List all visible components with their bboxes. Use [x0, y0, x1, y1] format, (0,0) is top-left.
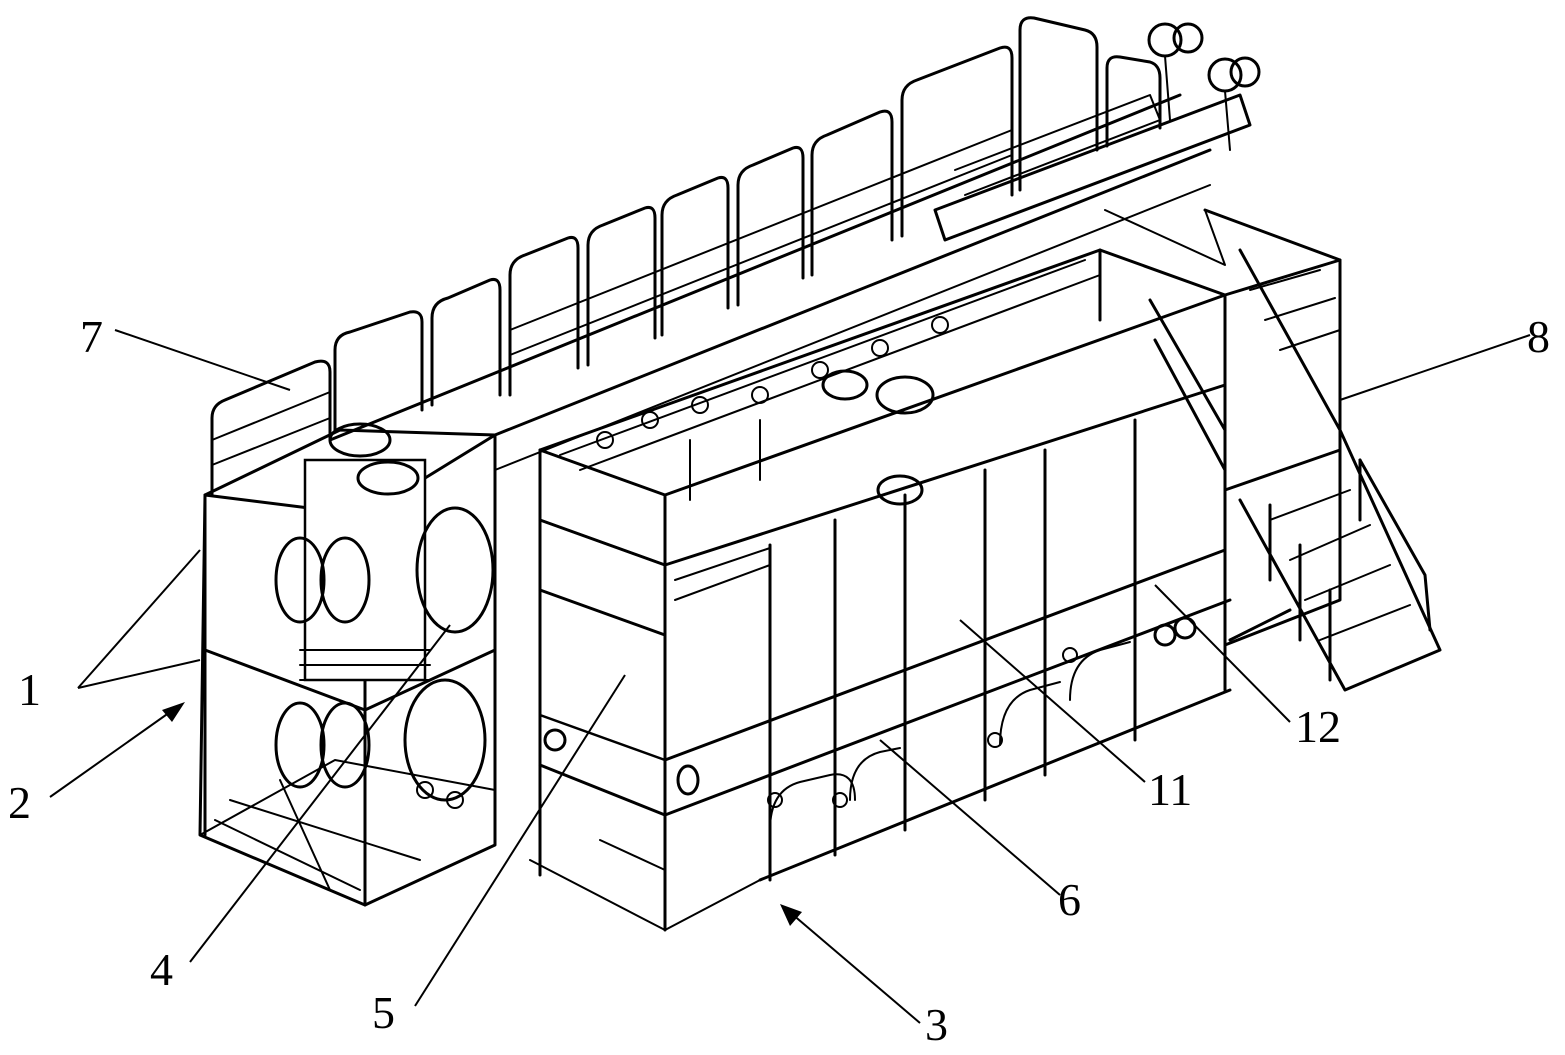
label-8: 8 — [1527, 311, 1550, 362]
label-4: 4 — [150, 944, 173, 995]
arrow-3 — [780, 904, 802, 926]
leader-3 — [784, 907, 921, 1024]
label-5: 5 — [372, 987, 395, 1038]
leader-7 — [114, 329, 291, 391]
label-1: 1 — [18, 664, 41, 715]
label-2: 2 — [8, 777, 31, 828]
leader-5 — [414, 674, 626, 1007]
back-railings — [508, 16, 1162, 397]
reference-numerals: 1 2 3 4 5 6 7 8 11 12 — [8, 311, 1550, 1050]
label-12: 12 — [1295, 701, 1341, 752]
center-module-top — [559, 259, 1101, 506]
top-conveyor — [933, 22, 1261, 242]
arrow-2 — [162, 702, 185, 722]
left-module-pumps — [274, 422, 495, 809]
leader-2 — [49, 704, 181, 798]
center-cabinets — [674, 418, 1137, 882]
leader-lines — [49, 329, 1531, 1024]
label-11: 11 — [1148, 764, 1192, 815]
staircase — [1148, 248, 1442, 692]
leader-8 — [1339, 334, 1531, 401]
label-7: 7 — [80, 311, 103, 362]
leader-4 — [189, 624, 451, 963]
leader-6 — [879, 739, 1061, 896]
left-top-railing — [210, 278, 502, 497]
leader-12 — [1154, 584, 1291, 723]
leader-11 — [959, 619, 1146, 783]
label-3: 3 — [925, 999, 948, 1050]
center-module-frame — [529, 248, 1232, 932]
leader-1a — [77, 549, 201, 689]
label-6: 6 — [1058, 874, 1081, 925]
lower-tanks — [543, 616, 1197, 831]
leader-1b — [77, 659, 201, 689]
